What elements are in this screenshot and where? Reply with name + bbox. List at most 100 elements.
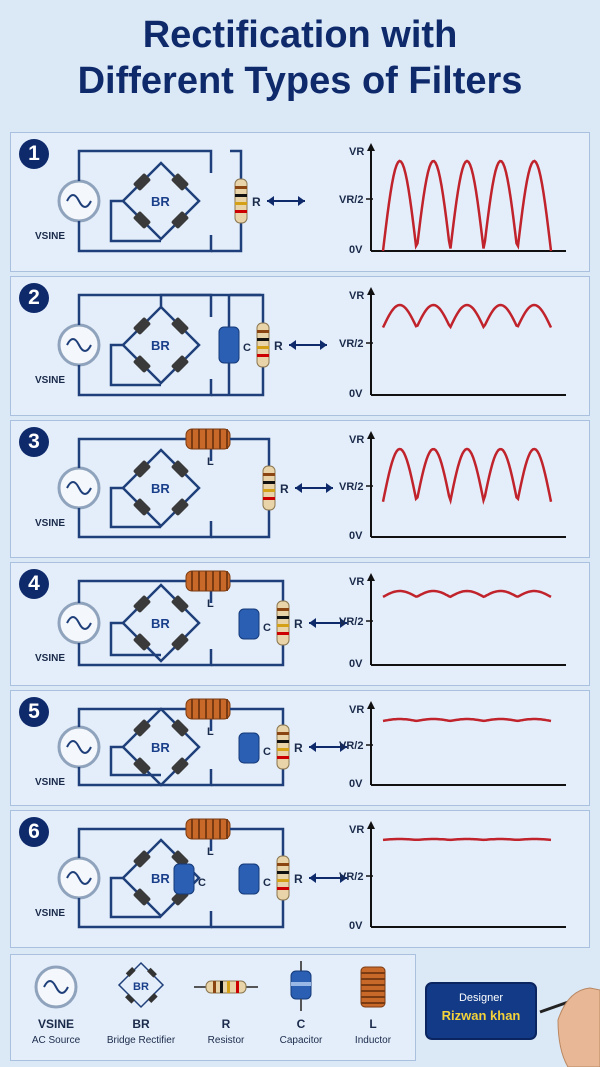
resistor-band: [257, 330, 269, 333]
wire: [77, 643, 213, 667]
legend-item-bridge: BR BR Bridge Rectifier: [101, 955, 181, 1060]
r-label: R: [294, 872, 303, 886]
legend-desc: Inductor: [354, 1035, 392, 1046]
wire: [109, 876, 161, 919]
bridge-rectifier-icon: [121, 161, 201, 241]
axis-label-half: VR/2: [339, 338, 363, 350]
wire: [109, 745, 161, 777]
axis-label-vr: VR: [349, 824, 364, 836]
diode-icon: [171, 850, 189, 868]
resistor-band: [235, 202, 247, 205]
arrow-head-icon: [340, 742, 347, 752]
wire: [109, 486, 161, 529]
axis-label-half: VR/2: [339, 481, 363, 493]
resistor-band: [277, 608, 289, 611]
axis-label-zero: 0V: [349, 388, 363, 400]
arrow-head-icon: [340, 873, 347, 883]
output-waveform: [381, 447, 553, 506]
resistor-band: [277, 632, 289, 635]
y-axis-arrow-icon: [367, 573, 375, 581]
vsine-label: VSINE: [35, 653, 65, 664]
axis-label-zero: 0V: [349, 244, 363, 256]
wire: [77, 707, 213, 731]
bridge-rectifier-icon: [121, 707, 201, 787]
capacitor-icon: [290, 961, 312, 1011]
inductor-icon: [360, 966, 386, 1008]
resistor-icon: [276, 724, 290, 770]
diode-icon: [171, 757, 189, 775]
legend-item-inductor: L Inductor: [333, 955, 413, 1060]
diode-icon: [171, 595, 189, 613]
y-axis-arrow-icon: [367, 143, 375, 151]
br-label: BR: [151, 481, 170, 496]
legend-desc: AC Source: [31, 1035, 81, 1046]
diode-icon: [133, 498, 151, 516]
designer-role: Designer: [458, 992, 504, 1004]
wire: [211, 645, 285, 667]
diode-icon: [133, 355, 151, 373]
resistor-icon: [276, 600, 290, 646]
axis-label-vr: VR: [349, 704, 364, 716]
y-axis-arrow-icon: [367, 821, 375, 829]
wire: [211, 367, 265, 397]
diode-icon: [133, 719, 151, 737]
diode-icon: [171, 355, 189, 373]
legend-item-resistor: R Resistor: [186, 955, 266, 1060]
wire: [77, 767, 213, 787]
c-label: C: [198, 877, 206, 889]
diode-icon: [133, 888, 151, 906]
wire: [230, 579, 285, 601]
br-label: BR: [151, 616, 170, 631]
panel-number-badge: 1: [19, 139, 49, 169]
r-label: R: [294, 741, 303, 755]
resistor-band: [263, 473, 275, 476]
component-legend: VSINE AC Source BR BR Bridge Rectifier R…: [10, 954, 416, 1061]
legend-name: L: [369, 1017, 377, 1031]
wire: [77, 898, 213, 929]
legend-desc: Bridge Rectifier: [106, 1035, 176, 1046]
axis-label-vr: VR: [349, 146, 364, 158]
arrow-head-icon: [309, 618, 316, 628]
panel-number-badge: 5: [19, 697, 49, 727]
arrow-head-icon: [340, 618, 347, 628]
sine-symbol-icon: [66, 871, 92, 885]
diode-icon: [171, 719, 189, 737]
axis-label-zero: 0V: [349, 658, 363, 670]
l-label: L: [207, 726, 214, 738]
wire: [77, 149, 213, 181]
diode-icon: [171, 317, 189, 335]
diode-icon: [171, 460, 189, 478]
vsine-label: VSINE: [35, 518, 65, 529]
title-line-1: Rectification with: [142, 14, 458, 56]
vsine-label: VSINE: [35, 908, 65, 919]
axis-label-half: VR/2: [339, 871, 363, 883]
resistor-band: [257, 346, 269, 349]
c-label: C: [243, 342, 251, 354]
arrow-head-icon: [289, 340, 296, 350]
arrow-head-icon: [267, 196, 274, 206]
axis-label-vr: VR: [349, 576, 364, 588]
resistor-band: [277, 732, 289, 735]
resistor-band: [277, 887, 289, 890]
resistor-band: [235, 210, 247, 213]
panel-number-badge: 2: [19, 283, 49, 313]
diode-icon: [171, 211, 189, 229]
br-label: BR: [151, 740, 170, 755]
y-axis-arrow-icon: [367, 431, 375, 439]
wire: [77, 827, 213, 858]
sine-symbol-icon: [66, 194, 92, 208]
legend-desc: Capacitor: [279, 1035, 323, 1046]
axis-label-vr: VR: [349, 434, 364, 446]
arrow-head-icon: [320, 340, 327, 350]
legend-desc: Resistor: [207, 1035, 245, 1046]
l-label: L: [207, 456, 214, 468]
r-label: R: [274, 339, 283, 353]
legend-br-text: BR: [133, 981, 149, 993]
resistor-band: [263, 489, 275, 492]
resistor-band: [257, 338, 269, 341]
y-axis-arrow-icon: [367, 287, 375, 295]
sine-symbol-icon: [66, 740, 92, 754]
